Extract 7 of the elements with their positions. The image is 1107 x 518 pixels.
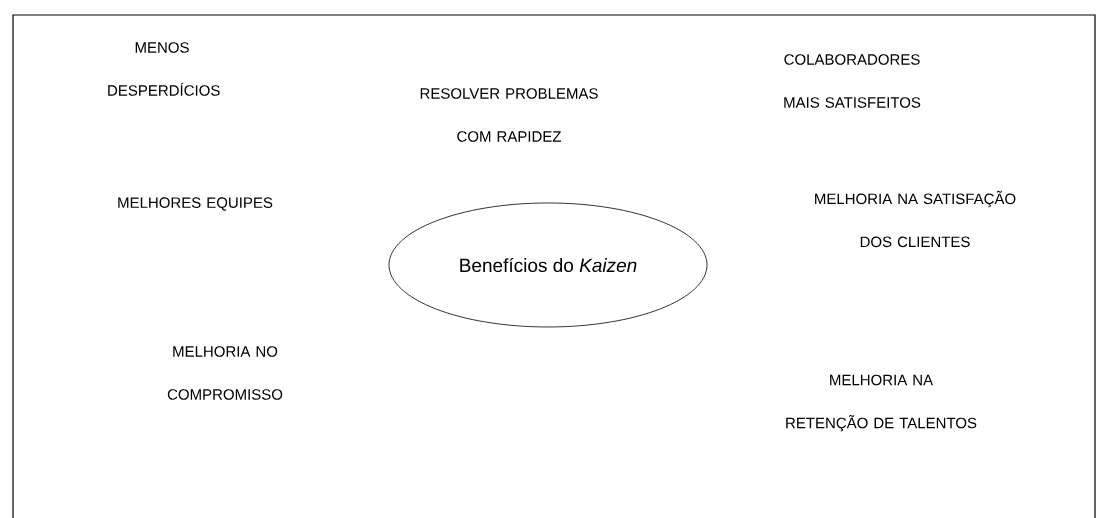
benefit-text: RESOLVER PROBLEMAS COM RAPIDEZ xyxy=(420,88,598,142)
benefit-text: MENOS DESPERDÍCIOS xyxy=(108,42,220,96)
benefit-text: COLABORADORES MAIS SATISFEITOS xyxy=(784,54,921,108)
benefit-text: MELHORIA NA SATISFAÇÃO DOS CLIENTES xyxy=(815,190,1016,248)
benefit-text: MELHORIA NA RETENÇÃO DE TALENTOS xyxy=(786,374,977,432)
benefit-text: MELHORES EQUIPES xyxy=(118,197,273,211)
benefit-text: MELHORIA NO COMPROMISSO xyxy=(167,346,283,400)
